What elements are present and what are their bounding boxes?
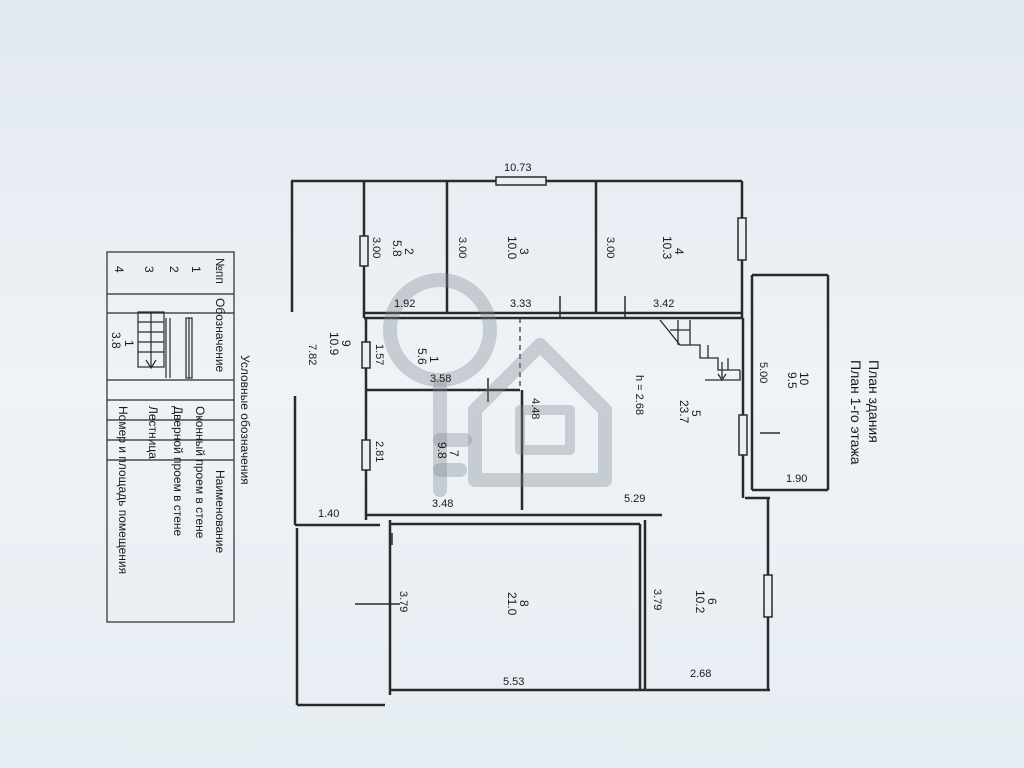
stairs	[659, 319, 741, 382]
room5-area: 23.7	[677, 400, 691, 424]
legend-row4-sample-number: 1	[122, 340, 136, 347]
window-top	[495, 176, 547, 186]
window-room4	[737, 217, 747, 261]
dim-room6-width: 3.79	[651, 589, 663, 611]
legend-header-number: №пп	[213, 258, 227, 284]
legend-row4-sample-area: 3.8	[109, 332, 123, 349]
windows	[359, 176, 773, 618]
dim-room5-width: 4.48	[529, 398, 541, 420]
dim-room2-length: 1.92	[394, 298, 416, 310]
plan-subtitle: План 1-го этажа	[848, 360, 864, 465]
dim-room10-length: 1.90	[786, 473, 808, 485]
dim-room9-width: 1.40	[318, 508, 340, 520]
dim-room6-length: 2.68	[690, 668, 712, 680]
dim-room4-length: 3.42	[653, 298, 675, 310]
room3-area: 10.0	[505, 236, 519, 260]
room9-area: 10.9	[327, 332, 341, 356]
room2-number: 2	[402, 248, 416, 255]
room4-number: 4	[672, 248, 686, 255]
legend-header-name: Наименование	[213, 470, 227, 554]
dim-room7-width: 2.81	[373, 441, 385, 463]
room8-number: 8	[517, 600, 531, 607]
window-room5	[738, 414, 748, 456]
dim-room1-width: 1.57	[373, 344, 385, 366]
dim-room3-length: 3.33	[510, 298, 532, 310]
watermark-logo	[383, 273, 612, 497]
room1-number: 1	[427, 356, 441, 363]
legend-row4-number: 4	[112, 266, 126, 273]
dim-room1-length: 3.58	[430, 373, 452, 385]
dim-room3-width: 3.00	[456, 237, 468, 259]
room4-area: 10.3	[660, 236, 674, 260]
walls	[290, 179, 830, 707]
legend-row1-number: 1	[189, 266, 203, 273]
window-room2	[359, 235, 369, 267]
dim-room5-length: 5.29	[624, 493, 646, 505]
legend-row2-name: Дверной проем в стене	[171, 406, 185, 537]
legend-table	[106, 251, 235, 623]
room6-area: 10.2	[693, 590, 707, 614]
room2-area: 5.8	[390, 240, 404, 257]
dim-room8-width: 3.79	[397, 591, 409, 613]
room9-number: 9	[339, 340, 353, 347]
dim-room9-length: 7.82	[306, 344, 318, 366]
dim-room4-width: 3.00	[604, 237, 616, 259]
legend-row4-name: Номер и площадь помещения	[116, 406, 130, 575]
room10-number: 10	[797, 372, 811, 386]
room1-area: 5.6	[415, 348, 429, 365]
legend-row3-number: 3	[142, 266, 156, 273]
room6-number: 6	[705, 598, 719, 605]
legend-row2-number: 2	[167, 266, 181, 273]
legend-border	[106, 251, 235, 623]
room7-number: 7	[447, 450, 461, 457]
room10-area: 9.5	[785, 372, 799, 389]
window-room1	[361, 341, 371, 369]
dim-room7-length: 3.48	[432, 498, 454, 510]
room5-height: h = 2.68	[633, 375, 645, 416]
legend-row3-name: Лестница	[146, 406, 160, 459]
room7-area: 9.8	[435, 442, 449, 459]
dim-room8-length: 5.53	[503, 676, 525, 688]
doors	[355, 296, 780, 605]
room8-area: 21.0	[505, 592, 519, 616]
window-room7	[361, 439, 371, 471]
dim-room2-width: 3.00	[370, 237, 382, 259]
window-room6	[763, 574, 773, 618]
legend-title: Условные обозначения	[238, 355, 252, 485]
legend-row1-name: Оконный проем в стене	[193, 406, 207, 539]
plan-title: План здания	[866, 360, 882, 443]
dim-top: 10.73	[504, 162, 532, 174]
dim-room10-width: 5.00	[757, 362, 769, 384]
legend-header-symbol: Обозначение	[213, 298, 227, 373]
room3-number: 3	[517, 248, 531, 255]
room5-number: 5	[689, 410, 703, 417]
